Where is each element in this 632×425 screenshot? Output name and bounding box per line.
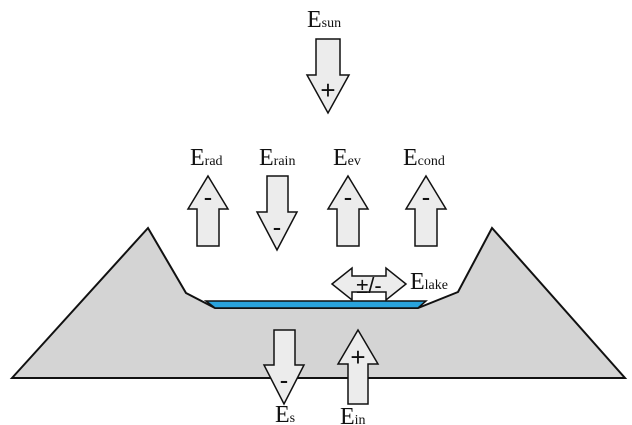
arrow-e-cond: -: [404, 174, 448, 247]
arrow-e-rad: -: [186, 174, 230, 247]
arrow-e-lake-shape: [330, 266, 408, 302]
arrow-e-rain-sign: -: [273, 212, 282, 242]
lake-water: [203, 300, 428, 309]
label-e-rain: Erain: [259, 145, 295, 171]
arrow-e-ev-sign: -: [344, 182, 353, 212]
arrow-e-rain: -: [255, 175, 299, 252]
arrow-e-s-sign: -: [280, 365, 289, 395]
arrow-e-rad-shape: [186, 174, 230, 247]
arrow-e-sun-shape: [305, 38, 351, 115]
arrow-e-cond-shape: [404, 174, 448, 247]
arrow-e-sun-sign: +: [320, 75, 335, 105]
arrow-e-rad-sign: -: [204, 182, 213, 212]
arrow-e-lake: ±/-: [330, 266, 408, 302]
arrow-e-in-sign: +: [350, 342, 365, 372]
label-e-cond: Econd: [403, 145, 445, 171]
arrow-e-ev: -: [326, 174, 370, 247]
arrow-e-s: -: [262, 329, 306, 406]
arrow-e-s-shape: [262, 329, 306, 406]
arrow-e-ev-shape: [326, 174, 370, 247]
label-e-ev: Eev: [333, 145, 361, 171]
arrow-e-cond-sign: -: [422, 182, 431, 212]
arrow-e-lake-sign: ±/-: [356, 273, 382, 298]
label-e-s: Es: [275, 402, 295, 425]
arrow-e-sun: +: [305, 38, 351, 115]
label-e-lake: Elake: [410, 269, 448, 295]
label-e-sun: Esun: [307, 7, 341, 33]
label-e-in: Ein: [340, 404, 366, 425]
arrow-e-in: +: [336, 328, 380, 405]
arrow-e-rain-shape: [255, 175, 299, 252]
arrow-e-in-shape: [336, 328, 380, 405]
label-e-rad: Erad: [190, 145, 223, 171]
